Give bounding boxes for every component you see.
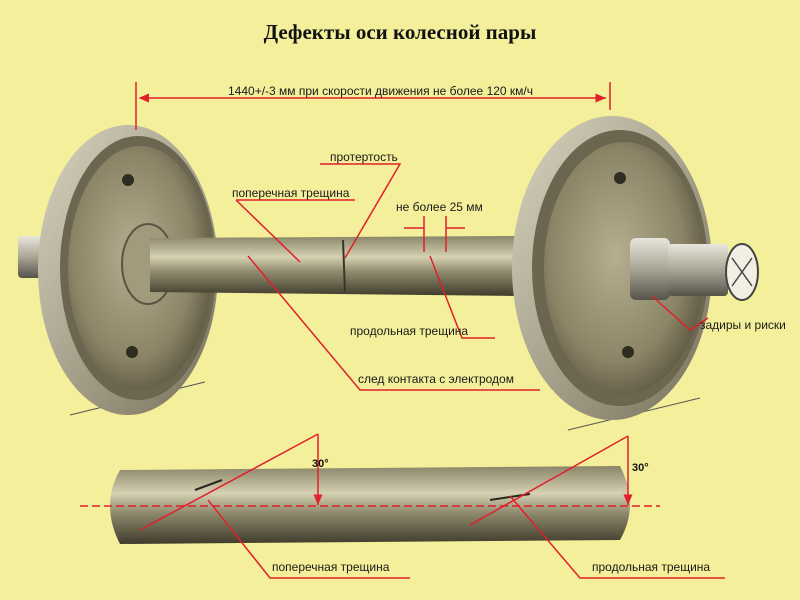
longitudinal-crack-top-label: продольная трещина [350,324,469,338]
right-journal [630,238,759,301]
overall-dimension-label: 1440+/-3 мм при скорости движения не бол… [228,84,534,98]
max-25mm-dimension [404,216,465,252]
transverse-crack-top-label: поперечная трещина [232,186,350,200]
axle-body [150,236,520,296]
lower-axle [80,466,660,544]
electrode-mark-label: след контакта с электродом [358,372,514,386]
angle-lines [139,433,725,579]
angle-left-label: 30° [312,458,329,470]
scoring-label: задиры и риски [700,318,786,332]
transverse-crack-bottom-label: поперечная трещина [272,560,390,574]
max-25mm-label: не более 25 мм [396,200,483,214]
diagram-title: Дефекты оси колесной пары [263,20,537,44]
wear-label: протертость [330,150,398,164]
angle-right-label: 30° [632,462,649,474]
right-wheel [512,116,712,420]
longitudinal-crack-bottom-label: продольная трещина [592,560,711,574]
overall-dimension [135,82,611,130]
leader-lines-top [235,163,709,391]
